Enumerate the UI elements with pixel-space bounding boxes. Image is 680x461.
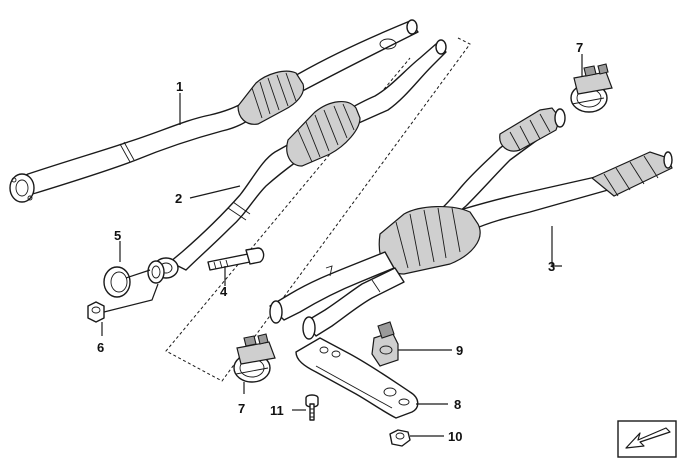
callout-10: 10 <box>448 429 462 444</box>
rubber-mount-part-9[interactable] <box>371 321 399 367</box>
callout-labels: 1 2 3 4 5 6 7 7 8 9 10 11 <box>97 40 583 444</box>
callout-1: 1 <box>176 79 183 94</box>
callout-9: 9 <box>456 343 463 358</box>
callout-3: 3 <box>548 259 555 274</box>
direction-arrow-icon <box>617 420 677 458</box>
callout-7-top: 7 <box>576 40 583 55</box>
nut-part-10[interactable] <box>389 429 411 447</box>
leader-lines <box>101 54 583 437</box>
callout-5: 5 <box>114 228 121 243</box>
gasket-flange <box>147 260 165 284</box>
clamp-part-7-bottom[interactable] <box>233 333 276 383</box>
callout-11: 11 <box>270 403 284 418</box>
front-pipe-part-2[interactable] <box>153 39 447 279</box>
callout-8: 8 <box>454 397 461 412</box>
bolt-part-11[interactable] <box>305 394 319 421</box>
clamp-part-7-top[interactable] <box>570 63 613 113</box>
callout-7-bottom: 7 <box>238 401 245 416</box>
sealing-ring-part-5[interactable] <box>103 266 131 298</box>
callout-6: 6 <box>97 340 104 355</box>
callout-2: 2 <box>175 191 182 206</box>
front-pipe-part-1[interactable] <box>9 19 419 203</box>
nut-part-6[interactable] <box>87 301 105 323</box>
bracket-plate-part-8[interactable] <box>295 337 419 419</box>
callout-4: 4 <box>220 284 228 299</box>
rear-y-pipe-part-3[interactable] <box>269 107 673 340</box>
bolt-part-4[interactable] <box>207 247 265 271</box>
